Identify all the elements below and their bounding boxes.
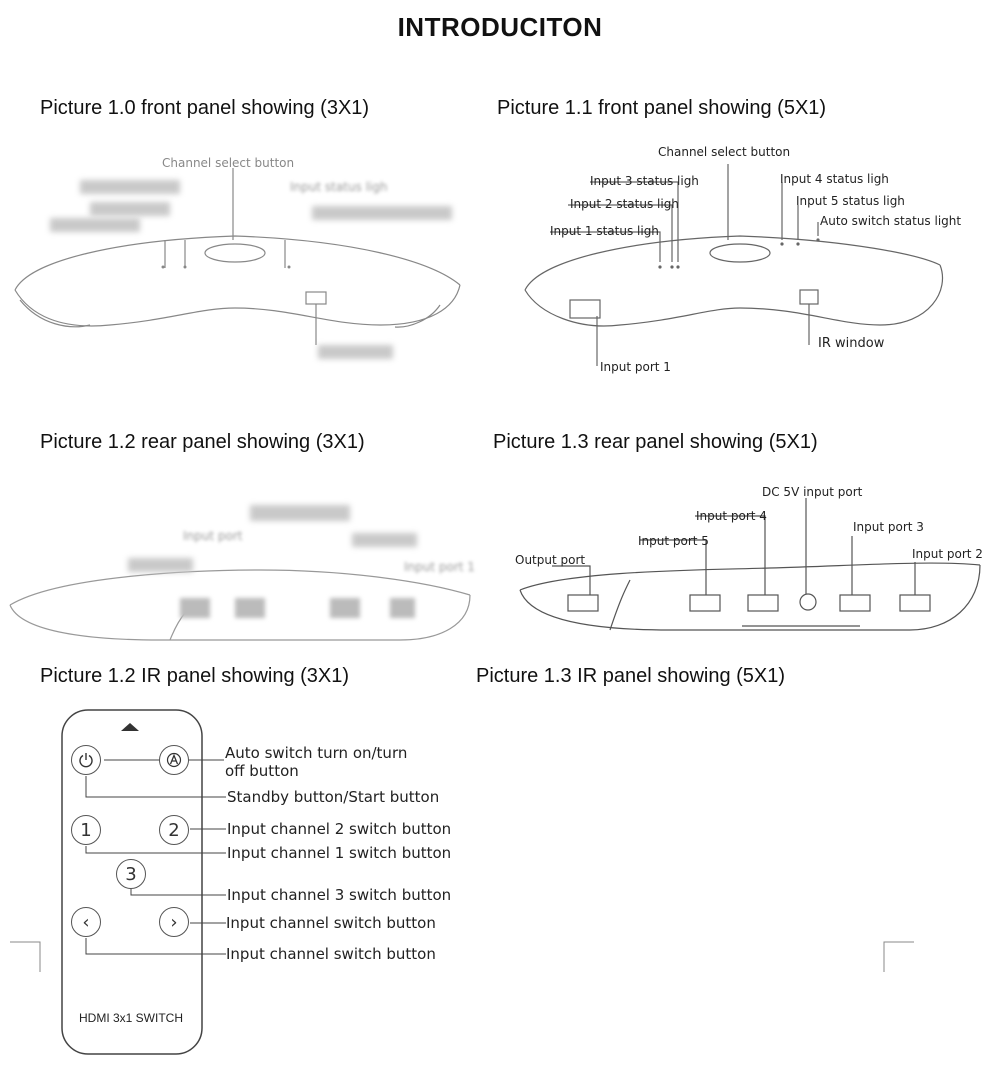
corner-mark-left [10, 941, 41, 972]
label-output-port: Output port [515, 553, 586, 567]
remote-figure: 1 2 3 ‹ › HDMI 3x1 SWITCH Auto switch tu… [0, 700, 480, 1060]
redacted-label [312, 206, 452, 220]
redacted-label [128, 558, 193, 572]
remote-brand-label: HDMI 3x1 SWITCH [79, 1011, 184, 1025]
input-3-button[interactable]: 3 [116, 859, 146, 889]
auto-switch-button[interactable] [159, 745, 189, 775]
label-dc-input: DC 5V input port [762, 485, 863, 499]
front-panel-5x1-figure: Channel select button Input 3 status lig… [510, 140, 970, 385]
redacted-label [352, 533, 417, 547]
label-channel-select-3x1: Channel select button [162, 156, 295, 170]
rear-panel-3x1-figure: Input port Input port 1 [0, 495, 490, 655]
label-input-channel-2: Input channel 2 switch button [227, 820, 452, 838]
label-auto-switch-line2: off button [225, 762, 299, 780]
label-input-port-1: Input port 1 [600, 360, 671, 374]
rear-panel-5x1-figure: DC 5V input port Input port 4 Input port… [510, 480, 990, 650]
label-auto-switch-status: Auto switch status light [820, 214, 962, 228]
rear-panel-3x1-drawing [9, 569, 471, 641]
caption-picture-1-0: Picture 1.0 front panel showing (3X1) [40, 97, 370, 119]
label-input-port-1-3x1: Input port 1 [404, 560, 475, 574]
front-panel-5x1-drawing [524, 164, 944, 366]
label-input-channel-3: Input channel 3 switch button [227, 886, 452, 904]
label-input-channel-next: Input channel switch button [226, 914, 436, 932]
label-channel-select-5x1: Channel select button [658, 145, 791, 159]
rear-panel-5x1-drawing [519, 498, 981, 631]
label-input-channel-prev: Input channel switch button [226, 945, 436, 963]
caption-picture-1-1: Picture 1.1 front panel showing (5X1) [497, 97, 827, 119]
label-input-port-5: Input port 5 [638, 534, 709, 548]
redacted-label [90, 202, 170, 216]
caption-picture-1-3-rear: Picture 1.3 rear panel showing (5X1) [493, 431, 818, 453]
corner-mark-right [883, 941, 914, 972]
input-2-button[interactable]: 2 [159, 815, 189, 845]
prev-channel-button[interactable]: ‹ [71, 907, 101, 937]
label-input-port-3: Input port 3 [853, 520, 924, 534]
page-title: INTRODUCITON [397, 12, 603, 42]
power-icon [79, 753, 93, 768]
label-input-port-4: Input port 4 [696, 509, 767, 523]
label-standby: Standby button/Start button [227, 788, 440, 806]
chevron-left-icon: ‹ [82, 911, 90, 933]
label-auto-switch-line1: Auto switch turn on/turn [225, 744, 408, 762]
caption-picture-1-2-rear: Picture 1.2 rear panel showing (3X1) [40, 431, 365, 453]
label-status-light-3x1: Input status ligh [290, 180, 388, 194]
redacted-label [250, 505, 350, 521]
redacted-label [318, 345, 393, 359]
label-input5-status: Input 5 status ligh [796, 194, 905, 208]
label-input2-status: Input 2 status ligh [570, 197, 679, 211]
label-input3-status: Input 3 status ligh [590, 174, 699, 188]
label-input-port-2: Input port 2 [912, 547, 983, 561]
label-input-channel-1: Input channel 1 switch button [227, 844, 452, 862]
chevron-right-icon: › [170, 911, 178, 933]
caption-picture-1-2-ir: Picture 1.2 IR panel showing (3X1) [40, 665, 350, 687]
front-panel-3x1-drawing [14, 168, 461, 345]
label-input1-status: Input 1 status ligh [550, 224, 659, 238]
redacted-label [80, 180, 180, 194]
input-1-button[interactable]: 1 [71, 815, 101, 845]
caption-picture-1-3-ir: Picture 1.3 IR panel showing (5X1) [476, 665, 786, 687]
label-input4-status: Input 4 status ligh [780, 172, 889, 186]
auto-switch-icon [166, 752, 182, 768]
next-channel-button[interactable]: › [159, 907, 189, 937]
front-panel-3x1-figure: Channel select button Input status ligh [0, 140, 470, 370]
redacted-label [50, 218, 140, 232]
standby-power-button[interactable] [71, 745, 101, 775]
label-ir-window: IR window [818, 336, 885, 351]
label-input-port-3x1: Input port [183, 529, 243, 543]
